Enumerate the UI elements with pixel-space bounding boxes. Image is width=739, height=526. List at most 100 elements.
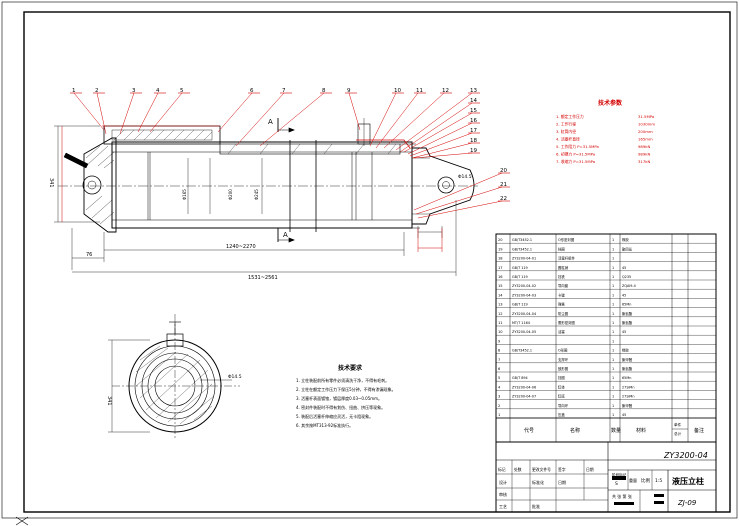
bom-name: 蕾形密封圈 [558, 320, 576, 325]
balloon-leader [413, 152, 473, 159]
balloon-leader [235, 92, 285, 147]
bom-material: 65Mn [622, 303, 631, 307]
inner-frame [23, 11, 731, 513]
bom-qty: 1 [612, 293, 614, 297]
balloon-label: 5 [180, 88, 184, 94]
tech-req-line: 6. 其余按MT313-92标准执行。 [296, 422, 353, 428]
weight-label: 重量 [629, 477, 637, 483]
bom-material: 45 [622, 293, 626, 297]
bom-header-cell: 单件 [674, 422, 682, 427]
balloon-leader [413, 172, 503, 211]
bom-qty: 1 [612, 376, 614, 380]
check-label: 审核 [499, 491, 507, 497]
bom-frame [495, 233, 717, 443]
bom-qty: 1 [612, 275, 614, 279]
end-view-width: 341 [106, 396, 112, 406]
bom-code: ZY3200-04-07 [512, 395, 536, 399]
bom-name: 卡键 [558, 292, 565, 297]
bom-name: 压盖 [558, 412, 565, 417]
school-code: ZJ-09 [677, 499, 697, 507]
bom-name: 缸底 [558, 394, 565, 399]
bom-name: 防尘圈 [558, 311, 569, 316]
tech-param-value: 1030mm [638, 122, 655, 127]
stage-value: S [615, 481, 618, 487]
bom-code: GB/T 894 [512, 376, 528, 380]
process-label: 工艺 [499, 504, 507, 509]
bom-qty: 1 [612, 303, 614, 307]
tech-req-line: 2. 立柱在额定工作压力下保压5分钟，不得有渗漏现象。 [296, 386, 396, 392]
balloon-label: 20 [500, 168, 507, 174]
designer-label: 设计 [499, 479, 507, 485]
tech-param-value: 200mm [638, 129, 653, 134]
bom-material: 27SiMn [622, 385, 634, 389]
balloon-leader [73, 92, 105, 131]
bom-item-no: 12 [498, 312, 503, 316]
bom-item-no: 6 [498, 367, 501, 371]
revision-labels: 标记处数更改文件号签字日期 [498, 467, 594, 472]
bom-qty: 1 [612, 413, 614, 417]
balloon-leader [403, 112, 473, 153]
balloon-leader [417, 200, 503, 219]
bom-item-no: 17 [498, 266, 503, 270]
revision-label: 日期 [586, 467, 594, 472]
bom-qty: 1 [612, 385, 614, 389]
bom-qty: 1 [612, 284, 614, 288]
approve-label: 批准 [532, 503, 540, 509]
bom-item-no: 1 [498, 413, 500, 417]
bom-code: GB/T 119 [512, 275, 528, 279]
revision-label: 更改文件号 [532, 467, 551, 472]
balloon-leader [409, 132, 473, 157]
bom-item-no: 13 [498, 303, 503, 307]
bom-item-no: 9 [498, 339, 501, 343]
corner-mark [15, 516, 29, 526]
drawing-number: ZY3200-04 [663, 451, 708, 460]
bom-code: GB/T 119 [512, 303, 528, 307]
balloon-leader [259, 92, 325, 147]
balloon-label: 22 [500, 196, 507, 202]
balloon-leader [395, 92, 473, 151]
revision-label: 签字 [558, 467, 566, 472]
balloon-leader [415, 186, 503, 215]
bom-item-no: 20 [498, 238, 503, 242]
bom-code: ZY3200-04-03 [512, 293, 536, 297]
balloon-label: 15 [470, 108, 477, 114]
bom-name: 挡圈 [558, 246, 565, 251]
bom-material: 27SiMn [622, 395, 634, 399]
bom-header-cell: 名称 [570, 427, 580, 434]
balloon-label: 21 [500, 182, 507, 188]
bom-code: GB/T3452.1 [512, 238, 532, 242]
bottom-clevis [83, 137, 117, 233]
tech-param-value: 165mm [638, 137, 653, 142]
bom-header-cell: 数量 [611, 427, 621, 434]
scale-value: 1:5 [655, 478, 662, 484]
bom-code: MT/T 1164 [512, 321, 530, 325]
balloon-label: 11 [416, 88, 423, 94]
balloon-leader [119, 92, 135, 135]
balloon-label: 16 [470, 118, 477, 124]
tech-param-label: 1. 额定工作压力 [556, 114, 584, 119]
dim-gland: Φ245 [254, 189, 259, 200]
dim-height: 341 [48, 178, 54, 188]
dim-bore: Φ200 [228, 189, 233, 200]
bom-item-no: 3 [498, 395, 500, 399]
dim-total: 1531~2561 [248, 275, 278, 281]
bom-item-no: 4 [498, 385, 501, 389]
bom-qty: 1 [612, 257, 614, 261]
balloon-leader [399, 102, 473, 153]
dim-stroke: 1240~2270 [226, 244, 256, 250]
balloon-label: 9 [347, 88, 351, 94]
bom-name: 导向环 [558, 403, 569, 408]
balloon-leader [348, 92, 361, 131]
tech-param-label: 4. 活塞杆直径 [556, 137, 580, 142]
tech-req-line: 3. 活塞杆表面镀铬，镀层厚度0.03~0.05mm。 [296, 395, 382, 401]
bom-item-no: 5 [498, 376, 500, 380]
bom-qty: 1 [612, 367, 614, 371]
bom-item-no: 7 [498, 358, 500, 362]
bom-code: GB/T3452.1 [512, 247, 532, 251]
bom-code: ZY3200-04-02 [512, 284, 536, 288]
bom-material: Q235 [622, 275, 631, 279]
